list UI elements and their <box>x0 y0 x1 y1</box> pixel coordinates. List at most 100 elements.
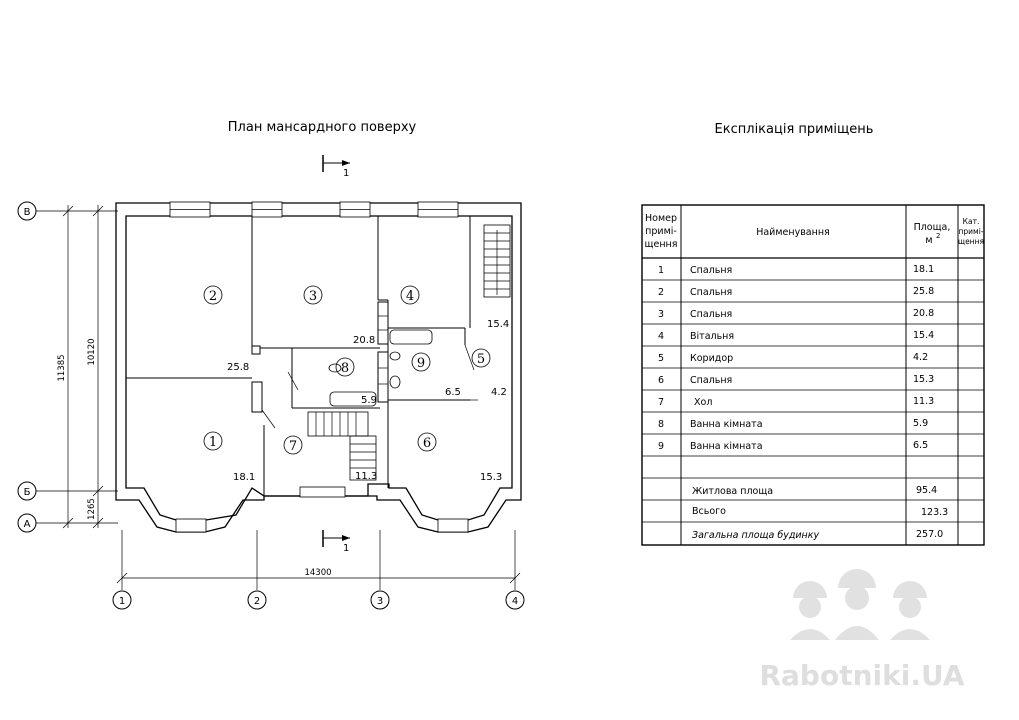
room-labels: 1 18.1 2 25.8 3 20.8 4 15.4 5 4.2 6 15.3 <box>203 285 509 483</box>
vertical-axes: 1 2 3 4 <box>112 530 525 610</box>
table-row: 3 Спальня 20.8 <box>658 308 934 320</box>
watermark-logo: Rabotniki.UA <box>759 569 965 692</box>
table-row: 4 Вітальня 15.4 <box>658 330 934 342</box>
svg-text:Коридор: Коридор <box>690 353 733 364</box>
table-row: 9 Ванна кімната 6.5 <box>658 440 928 452</box>
axis-label-2: 2 <box>254 596 260 607</box>
room-7: 7 11.3 <box>283 435 377 482</box>
watermark-text: Rabotniki.UA <box>759 659 964 692</box>
stairs <box>307 224 511 481</box>
room-5-area: 4.2 <box>491 387 507 398</box>
dim-height-outer: 11385 <box>57 354 67 381</box>
svg-text:Всього: Всього <box>692 506 726 517</box>
svg-text:95.4: 95.4 <box>916 485 937 496</box>
svg-text:25.8: 25.8 <box>913 286 934 297</box>
svg-text:3: 3 <box>309 289 317 304</box>
table-row: 6 Спальня 15.3 <box>658 374 934 386</box>
header-name: Найменування <box>756 227 830 238</box>
svg-text:Спальня: Спальня <box>690 375 732 386</box>
svg-text:Житлова площа: Житлова площа <box>692 486 773 497</box>
table-row: 2 Спальня 25.8 <box>658 286 934 298</box>
room-6: 6 15.3 <box>417 432 502 483</box>
header-num-line1: Номер <box>645 213 677 224</box>
dimension-left: 11385 10120 1265 <box>57 205 104 529</box>
svg-text:1: 1 <box>658 265 664 276</box>
door-swings <box>261 344 478 429</box>
room-2: 2 25.8 <box>203 285 249 373</box>
room-5: 5 4.2 <box>471 348 507 398</box>
svg-text:257.0: 257.0 <box>916 529 943 540</box>
explication-table: Номер примі- щення Найменування Площа, м… <box>641 204 985 546</box>
room-9-area: 6.5 <box>445 387 461 398</box>
room-1-area: 18.1 <box>233 472 255 483</box>
svg-text:8: 8 <box>341 361 349 376</box>
summary-row: Житлова площа 95.4 <box>692 485 937 497</box>
svg-text:1: 1 <box>209 435 217 450</box>
svg-text:7: 7 <box>289 439 297 454</box>
room-3-area: 20.8 <box>353 335 375 346</box>
header-cat-line2: примі- <box>959 227 984 236</box>
summary-row: Всього 123.3 <box>692 506 948 518</box>
svg-text:2: 2 <box>209 289 217 304</box>
room-7-area: 11.3 <box>355 471 377 482</box>
axis-label-v: В <box>24 207 31 218</box>
summary-row: Загальна площа будинку 257.0 <box>692 529 943 541</box>
table-row: 1 Спальня 18.1 <box>658 264 934 276</box>
header-cat-line1: Кат. <box>963 217 980 226</box>
header-cat-line3: щення <box>958 237 984 246</box>
svg-text:6: 6 <box>658 375 664 386</box>
svg-text:20.8: 20.8 <box>913 308 934 319</box>
room-6-area: 15.3 <box>480 472 502 483</box>
exterior-walls <box>115 201 522 533</box>
svg-text:5.9: 5.9 <box>913 418 928 429</box>
svg-text:7: 7 <box>658 397 664 408</box>
svg-text:5: 5 <box>658 353 664 364</box>
svg-text:3: 3 <box>658 309 664 320</box>
room-8: 8 5.9 <box>335 357 377 406</box>
svg-text:Хол: Хол <box>694 397 712 408</box>
dimension-bottom: 14300 <box>116 568 521 584</box>
interior-walls <box>126 216 471 496</box>
table-row: 5 Коридор 4.2 <box>658 352 928 364</box>
room-4: 4 15.4 <box>400 285 509 330</box>
svg-text:9: 9 <box>658 441 664 452</box>
svg-text:Спальня: Спальня <box>690 309 732 320</box>
room-1: 1 18.1 <box>203 431 255 483</box>
svg-text:123.3: 123.3 <box>921 507 948 518</box>
svg-text:4: 4 <box>406 289 414 304</box>
axis-label-a: А <box>24 519 31 530</box>
plan-title: План мансардного поверху <box>228 120 417 135</box>
worker-icon <box>790 581 830 640</box>
table-row: 7 Хол 11.3 <box>658 396 934 408</box>
section-mark-top: 1 <box>322 155 350 179</box>
svg-text:6: 6 <box>423 436 431 451</box>
header-area: Площа, <box>914 222 951 233</box>
room-8-area: 5.9 <box>361 395 377 406</box>
svg-text:8: 8 <box>658 419 664 430</box>
room-9: 9 6.5 <box>411 352 461 398</box>
dim-height-bottom: 1265 <box>87 498 97 520</box>
svg-text:Загальна площа будинку: Загальна площа будинку <box>692 530 820 541</box>
svg-text:15.4: 15.4 <box>913 330 934 341</box>
room-4-area: 15.4 <box>487 319 509 330</box>
svg-text:Спальня: Спальня <box>690 265 732 276</box>
header-area-unit: м <box>925 235 932 246</box>
header-area-sup: 2 <box>936 232 940 240</box>
bathtub-icon <box>328 329 433 407</box>
svg-text:Ванна кімната: Ванна кімната <box>690 419 763 430</box>
worker-icon <box>835 569 879 640</box>
svg-text:6.5: 6.5 <box>913 440 928 451</box>
room-3: 3 20.8 <box>303 285 375 346</box>
svg-text:Спальня: Спальня <box>690 287 732 298</box>
section-label-top: 1 <box>343 168 349 179</box>
svg-text:Ванна кімната: Ванна кімната <box>690 441 763 452</box>
svg-text:Вітальня: Вітальня <box>690 331 734 342</box>
section-label-bottom: 1 <box>343 543 349 554</box>
dim-total-width: 14300 <box>304 568 331 578</box>
svg-text:4.2: 4.2 <box>913 352 928 363</box>
svg-text:4: 4 <box>658 331 664 342</box>
worker-icon <box>890 581 930 640</box>
table-row: 8 Ванна кімната 5.9 <box>658 418 928 430</box>
svg-text:9: 9 <box>417 356 425 371</box>
